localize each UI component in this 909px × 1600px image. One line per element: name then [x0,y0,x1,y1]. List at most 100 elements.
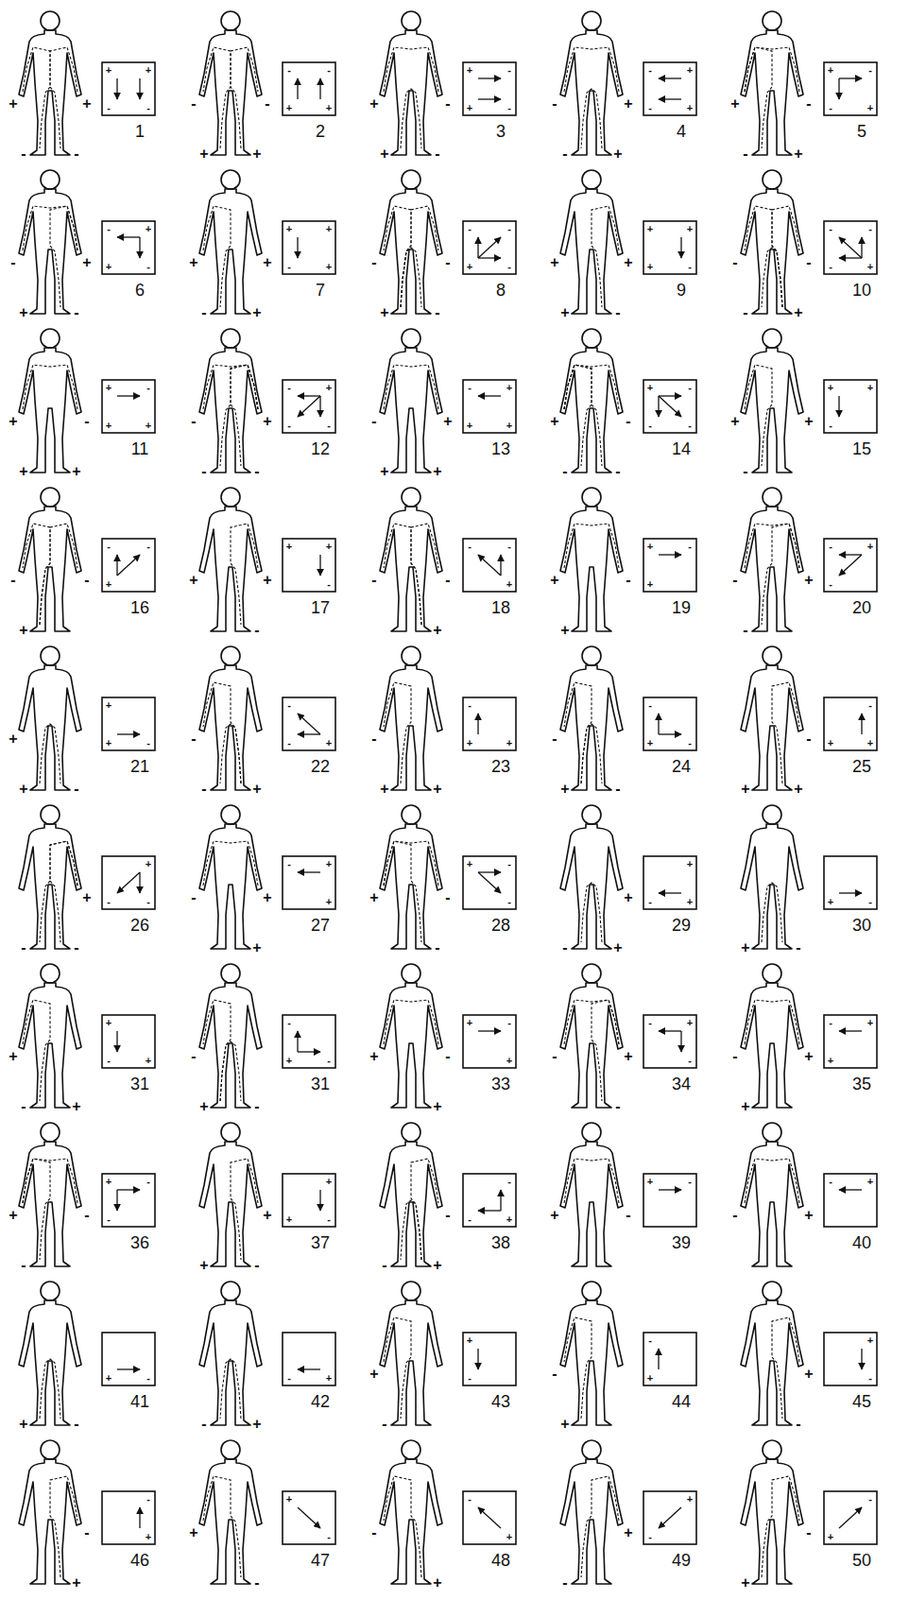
current-box [282,1491,336,1544]
current-box [102,1491,155,1544]
figure-number: 28 [491,916,511,934]
current-path [400,1200,422,1260]
body-outline [740,347,804,473]
box-polarity: - [287,700,292,711]
electrode-polarity: - [551,1366,557,1382]
current-path [564,364,592,466]
current-arrow [839,553,862,555]
box-polarity: - [648,1017,652,1029]
box-polarity: - [868,1493,873,1505]
box-polarity: + [686,896,693,908]
electrode-polarity: + [199,1098,208,1115]
box-outline [823,697,877,751]
current-box [282,1173,336,1227]
human-figure [199,646,262,790]
electrode-polarity: - [371,1525,377,1541]
current-arrow [117,733,140,735]
human-figure [379,170,443,314]
current-path [564,364,602,466]
body-outline [740,1300,804,1425]
body-outline [18,665,82,790]
box-polarity: + [466,1335,473,1346]
body-outline [379,665,443,790]
head-outline [221,1440,241,1459]
electrode-polarity: + [804,572,813,588]
current-arrow [478,1507,501,1528]
electrode-polarity: - [371,255,377,271]
electrode-polarity: + [369,1366,378,1382]
current-arrow [138,78,140,100]
box-polarity: - [507,858,512,870]
current-path [744,205,783,308]
box-outline [282,1332,336,1386]
figure-number: 44 [671,1392,691,1410]
figure-number: 18 [491,599,511,617]
current-box [463,1173,516,1227]
electrode-polarity: - [615,1098,620,1115]
box-polarity: - [326,1531,331,1543]
body-outline [740,665,804,790]
current-path [771,205,800,308]
box-polarity: + [105,700,112,711]
body-outline [379,188,443,314]
body-outline [740,1458,804,1584]
head-outline [582,487,601,507]
electrode-polarity: - [562,940,567,956]
electrode-polarity: - [371,572,377,588]
electrode-polarity: + [18,1416,28,1432]
box-polarity: - [146,261,151,273]
box-polarity: + [105,65,112,76]
body-outline [379,30,443,155]
human-figure [379,11,443,155]
current-path [581,882,602,943]
figure-number: 12 [310,440,330,458]
head-outline [40,646,60,666]
body-outline [740,506,804,632]
box-polarity: + [506,737,513,749]
electrode-polarity: + [18,463,28,480]
figure-number: 36 [130,1234,150,1252]
electrode-polarity: - [201,463,206,480]
current-box [643,697,697,751]
current-path [581,88,602,149]
human-figure [560,646,623,790]
current-path [591,999,619,1101]
current-arrow [499,554,501,576]
current-arrow [138,237,140,258]
body-outline [740,823,804,949]
current-arrow [296,1030,298,1052]
electrode-polarity: + [18,305,28,321]
body-outline [18,982,82,1108]
current-box [282,221,336,275]
figure-number: 24 [671,757,691,775]
current-path [39,840,78,943]
body-outline [740,982,804,1108]
human-figure [18,487,82,632]
current-arrow [297,1050,321,1052]
human-figure [199,11,262,155]
human-figure [18,1122,82,1267]
box-outline [643,1332,697,1386]
box-polarity: + [145,223,152,235]
electrode-polarity: - [615,463,620,480]
human-figure [560,1281,623,1425]
electrode-polarity: + [740,940,750,956]
human-figure [560,328,623,473]
human-figure [199,1122,262,1267]
box-polarity: - [868,65,873,76]
electrode-polarity: - [73,305,79,321]
box-polarity: + [325,896,332,908]
head-outline [221,963,241,983]
box-polarity: + [827,896,834,908]
current-box [102,221,155,275]
box-outline [823,1332,877,1386]
electrode-polarity: - [806,255,811,271]
electrode-polarity: + [432,1575,442,1591]
electrode-polarity: + [8,96,18,112]
box-polarity: + [827,382,834,394]
electrode-polarity: + [18,622,28,638]
box-polarity: - [828,1017,833,1029]
electrode-polarity: - [806,731,811,747]
box-outline [463,1014,516,1068]
electrode-polarity: + [188,1525,198,1541]
